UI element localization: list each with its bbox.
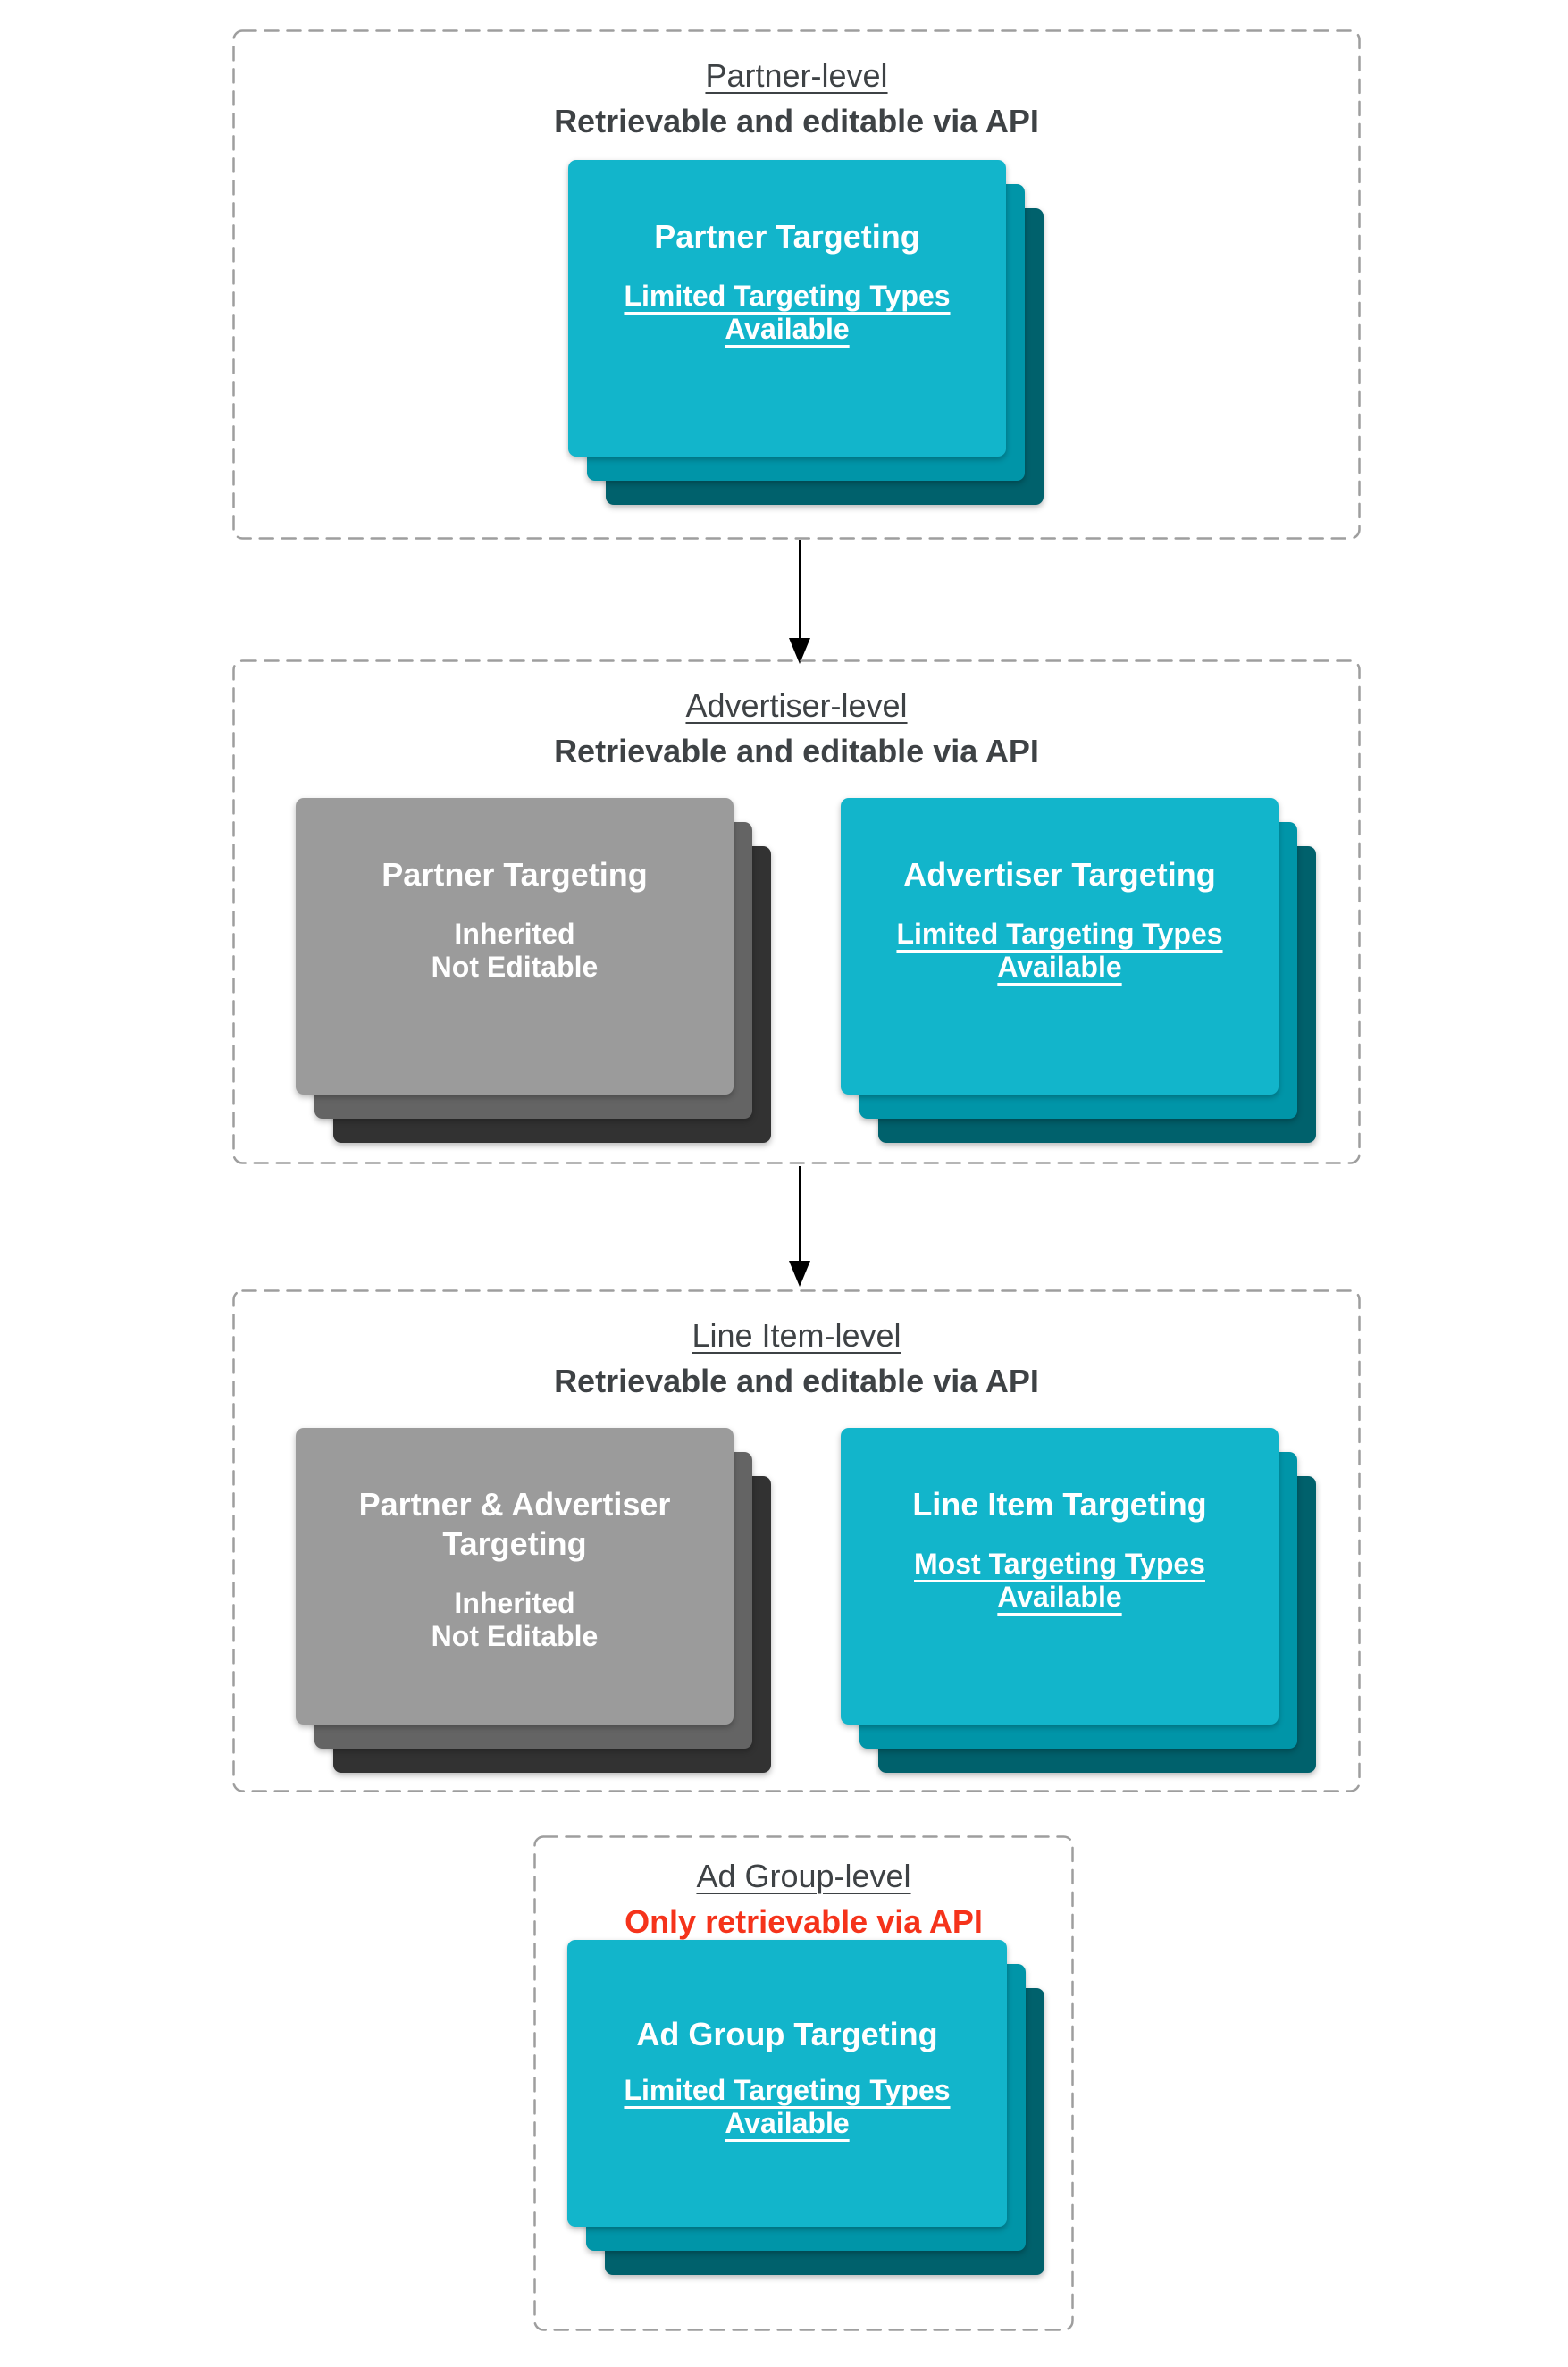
card-body-line: Limited Targeting Types bbox=[896, 917, 1223, 950]
section-advertiser-level: Advertiser-level Retrievable and editabl… bbox=[232, 659, 1361, 1164]
down-arrow-icon bbox=[788, 1166, 811, 1287]
card-stack-inherited-partner-targeting: Partner Targeting Inherited Not Editable bbox=[296, 798, 771, 1143]
section-title: Partner-level bbox=[705, 57, 888, 94]
section-ad-group-level: Ad Group-level Only retrievable via API … bbox=[533, 1835, 1074, 2331]
card-body-line: Available bbox=[997, 1581, 1122, 1614]
arrow-line bbox=[798, 540, 801, 638]
card-stack-inherited-partner-advertiser-targeting: Partner & Advertiser Targeting Inherited… bbox=[296, 1428, 771, 1773]
down-arrow-icon bbox=[788, 540, 811, 664]
card-body: Limited Targeting Types Available bbox=[624, 280, 950, 346]
card-body: Most Targeting Types Available bbox=[914, 1548, 1205, 1614]
card-body: Inherited Not Editable bbox=[432, 918, 599, 984]
card-body-line: Inherited bbox=[454, 1586, 575, 1619]
section-line-item-level: Line Item-level Retrievable and editable… bbox=[232, 1289, 1361, 1792]
card-stack-advertiser-targeting: Advertiser Targeting Limited Targeting T… bbox=[841, 798, 1316, 1143]
card-body-line: Limited Targeting Types bbox=[624, 279, 951, 312]
card-title: Partner & Advertiser Targeting bbox=[358, 1486, 671, 1562]
section-title: Ad Group-level bbox=[696, 1858, 911, 1894]
card-ad-group-targeting: Ad Group Targeting Limited Targeting Typ… bbox=[567, 1940, 1007, 2227]
card-stack-partner-targeting: Partner Targeting Limited Targeting Type… bbox=[568, 160, 1044, 505]
card-title: Line Item Targeting bbox=[912, 1486, 1207, 1523]
card-inherited-partner-targeting: Partner Targeting Inherited Not Editable bbox=[296, 798, 734, 1095]
section-subtitle: Retrievable and editable via API bbox=[554, 1362, 1039, 1399]
card-body-line: Not Editable bbox=[431, 951, 599, 984]
card-body-line: Inherited bbox=[454, 917, 575, 950]
card-body: Inherited Not Editable bbox=[432, 1587, 599, 1653]
card-stack-ad-group-targeting: Ad Group Targeting Limited Targeting Typ… bbox=[567, 1940, 1044, 2275]
section-subtitle: Retrievable and editable via API bbox=[554, 732, 1039, 769]
card-line-item-targeting: Line Item Targeting Most Targeting Types… bbox=[841, 1428, 1279, 1725]
card-body: Limited Targeting Types Available bbox=[624, 2074, 950, 2140]
section-title: Line Item-level bbox=[692, 1317, 901, 1354]
section-title: Advertiser-level bbox=[685, 687, 908, 724]
card-body-line: Available bbox=[725, 313, 850, 346]
card-body-line: Most Targeting Types bbox=[914, 1547, 1205, 1580]
card-title: Partner Targeting bbox=[654, 218, 920, 255]
card-body-line: Available bbox=[997, 951, 1122, 984]
card-body-line: Not Editable bbox=[431, 1619, 599, 1652]
card-advertiser-targeting: Advertiser Targeting Limited Targeting T… bbox=[841, 798, 1279, 1095]
card-stack-line-item-targeting: Line Item Targeting Most Targeting Types… bbox=[841, 1428, 1316, 1773]
card-title: Advertiser Targeting bbox=[903, 856, 1216, 893]
card-title: Ad Group Targeting bbox=[636, 2016, 938, 2052]
card-body: Limited Targeting Types Available bbox=[896, 918, 1222, 984]
card-body-line: Limited Targeting Types bbox=[624, 2073, 951, 2106]
section-subtitle: Only retrievable via API bbox=[625, 1902, 983, 1940]
arrow-head bbox=[789, 638, 810, 664]
card-inherited-partner-advertiser-targeting: Partner & Advertiser Targeting Inherited… bbox=[296, 1428, 734, 1725]
card-title: Partner Targeting bbox=[382, 856, 648, 893]
card-partner-targeting: Partner Targeting Limited Targeting Type… bbox=[568, 160, 1006, 457]
arrow-head bbox=[789, 1261, 810, 1287]
section-subtitle: Retrievable and editable via API bbox=[554, 102, 1039, 139]
card-body-line: Available bbox=[725, 2107, 850, 2140]
section-partner-level: Partner-level Retrievable and editable v… bbox=[232, 29, 1361, 540]
arrow-line bbox=[798, 1166, 801, 1261]
